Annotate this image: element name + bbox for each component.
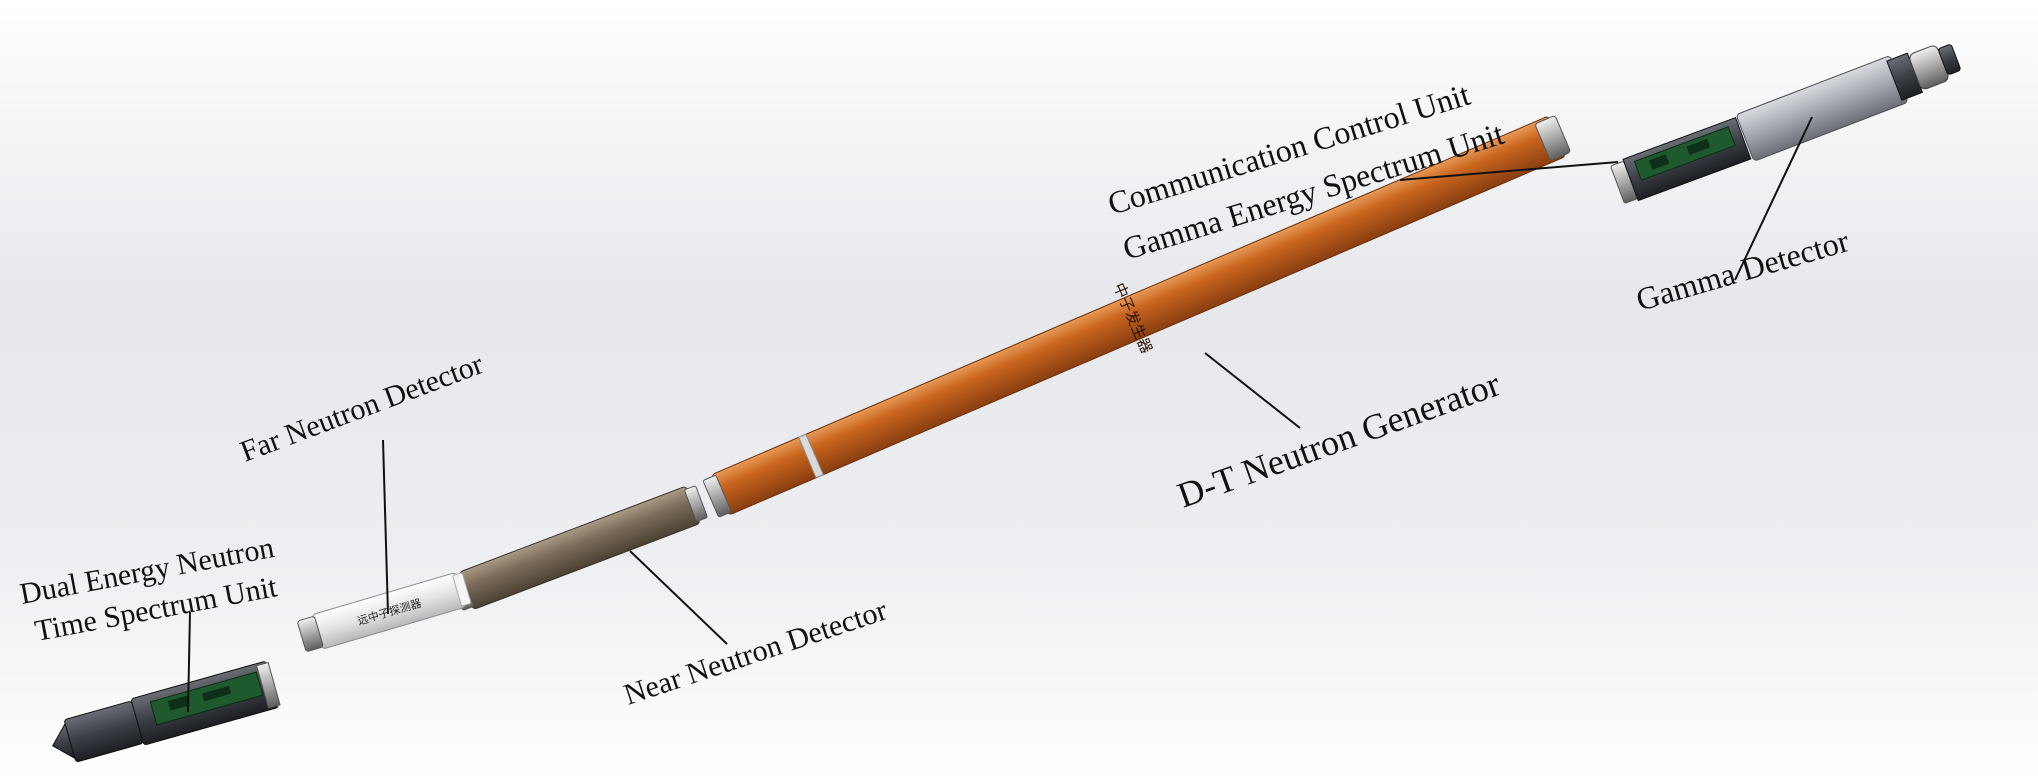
leader-gamma-detector <box>1734 116 1813 281</box>
gamma-detector <box>1736 44 1961 161</box>
near-neutron-detector <box>450 485 708 611</box>
dual-energy-spectrum-unit <box>51 661 281 762</box>
leader-far-neutron <box>382 439 389 615</box>
communication-gamma-spectrum-unit <box>1610 117 1752 204</box>
far-neutron-detector: 远中子探测器 <box>297 572 472 652</box>
label-near-neutron: Near Neutron Detector <box>620 594 891 712</box>
label-gamma-detector: Gamma Detector <box>1632 222 1853 318</box>
label-far-neutron: Far Neutron Detector <box>236 347 488 468</box>
leader-gamma-spectrum <box>1399 161 1619 181</box>
label-dt-generator: D-T Neutron Generator <box>1172 364 1505 516</box>
leader-dt-generator <box>1204 352 1301 429</box>
leader-dual-energy <box>187 611 191 713</box>
leader-near-neutron <box>629 550 728 645</box>
